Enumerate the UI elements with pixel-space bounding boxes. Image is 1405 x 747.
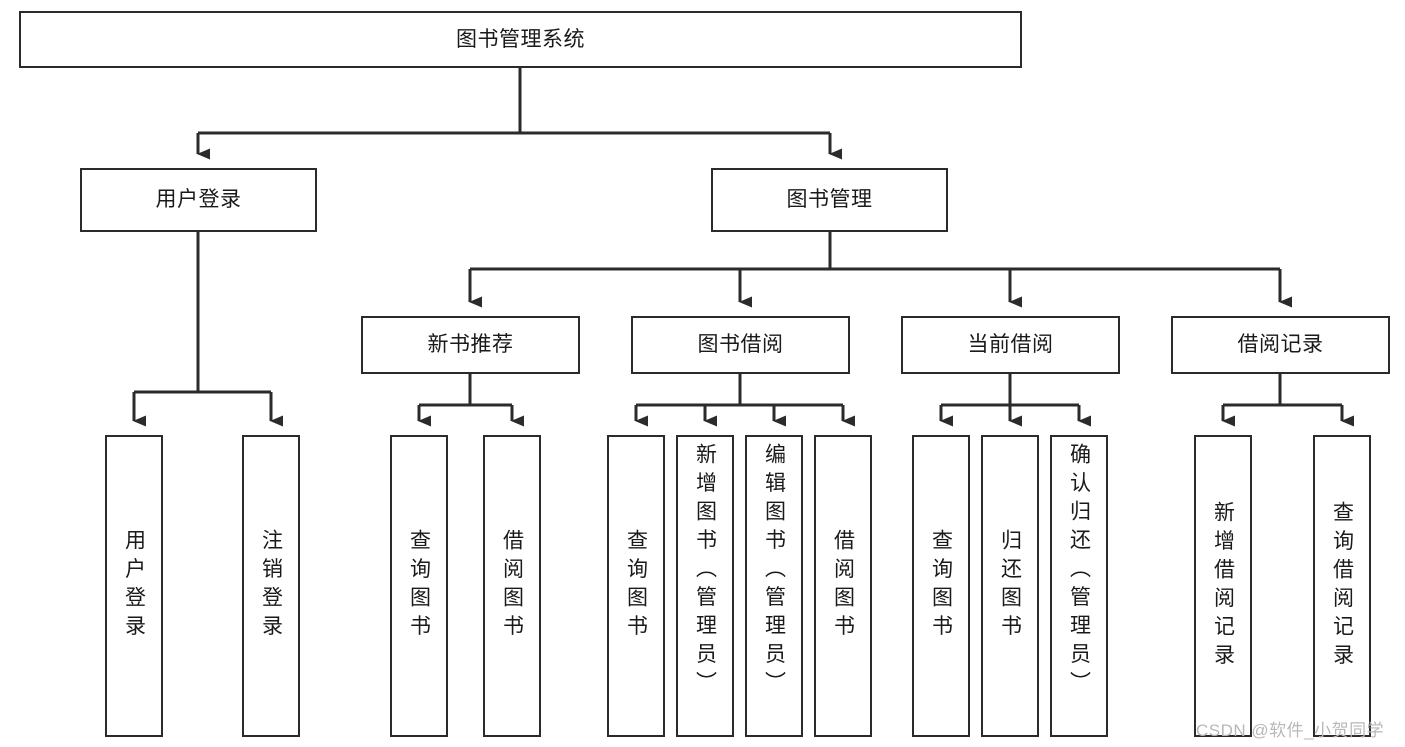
node-label: 图书借阅 [697, 333, 784, 357]
node-label: 新增图书（管理员） [693, 443, 717, 700]
leaf-new-book-borrow[interactable]: 借阅图书 [483, 435, 541, 737]
leaf-records-add-record[interactable]: 新增借阅记录 [1194, 435, 1252, 737]
node-current-borrowing[interactable]: 当前借阅 [901, 316, 1120, 374]
node-label: 借阅图书 [831, 529, 855, 643]
leaf-user-login-signin[interactable]: 用户登录 [105, 435, 163, 737]
node-book-borrowing[interactable]: 图书借阅 [631, 316, 850, 374]
node-label: 图书管理 [786, 188, 873, 212]
node-label: 编辑图书（管理员） [762, 443, 786, 700]
leaf-borrow-edit-book-admin[interactable]: 编辑图书（管理员） [745, 435, 803, 737]
node-label: 注销登录 [259, 529, 283, 643]
node-label: 查询借阅记录 [1330, 500, 1354, 672]
node-label: 用户登录 [122, 529, 146, 643]
leaf-current-query-book[interactable]: 查询图书 [912, 435, 970, 737]
node-label: 查询图书 [929, 529, 953, 643]
node-label: 借阅记录 [1237, 333, 1324, 357]
leaf-user-login-signout[interactable]: 注销登录 [242, 435, 300, 737]
watermark: CSDN @软件_小贺同学 [1196, 721, 1385, 740]
leaf-records-query-record[interactable]: 查询借阅记录 [1313, 435, 1371, 737]
node-label: 确认归还（管理员） [1067, 443, 1091, 700]
node-book-management[interactable]: 图书管理 [711, 168, 948, 232]
node-borrowing-records[interactable]: 借阅记录 [1171, 316, 1390, 374]
leaf-current-confirm-return-admin[interactable]: 确认归还（管理员） [1050, 435, 1108, 737]
leaf-borrow-query-book[interactable]: 查询图书 [607, 435, 665, 737]
node-new-book-recommendation[interactable]: 新书推荐 [361, 316, 580, 374]
node-label: 查询图书 [624, 529, 648, 643]
node-label: 借阅图书 [500, 529, 524, 643]
leaf-borrow-borrow-book[interactable]: 借阅图书 [814, 435, 872, 737]
node-label: 归还图书 [998, 529, 1022, 643]
node-label: 新增借阅记录 [1211, 500, 1235, 672]
node-label: 用户登录 [155, 188, 242, 212]
node-label: 图书管理系统 [456, 27, 585, 51]
node-user-login[interactable]: 用户登录 [80, 168, 317, 232]
leaf-borrow-add-book-admin[interactable]: 新增图书（管理员） [676, 435, 734, 737]
leaf-new-book-query[interactable]: 查询图书 [390, 435, 448, 737]
node-label: 新书推荐 [427, 333, 514, 357]
node-label: 查询图书 [407, 529, 431, 643]
node-root-system[interactable]: 图书管理系统 [19, 11, 1022, 68]
node-label: 当前借阅 [967, 333, 1054, 357]
leaf-current-return-book[interactable]: 归还图书 [981, 435, 1039, 737]
